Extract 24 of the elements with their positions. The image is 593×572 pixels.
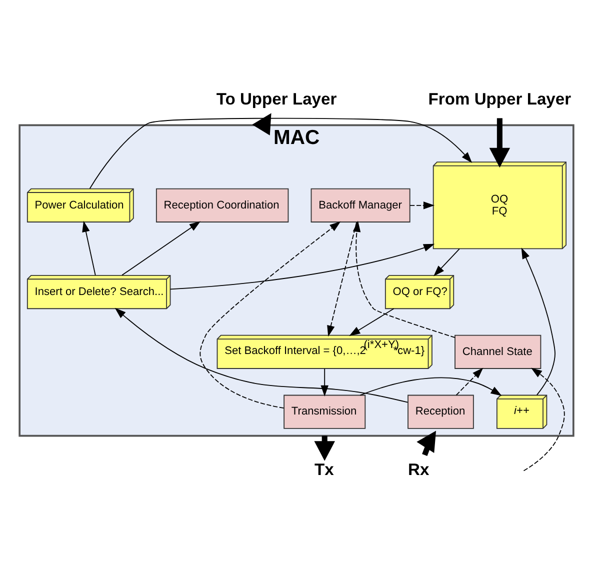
arrow <box>489 118 510 168</box>
node-text: Rx <box>408 459 430 478</box>
arrow <box>416 430 436 456</box>
node-box: Reception <box>408 394 474 428</box>
arrow <box>523 367 565 471</box>
arrow <box>327 221 358 336</box>
arrow <box>200 220 341 408</box>
arrow <box>82 220 96 276</box>
node-box: Channel State <box>454 334 542 368</box>
node-box: Reception Coordination <box>156 188 289 222</box>
node-box: Transmission <box>284 394 366 428</box>
arrow <box>360 376 502 396</box>
arrow <box>114 307 408 402</box>
node-box: Backoff Manager <box>310 188 410 222</box>
arrow <box>410 201 435 209</box>
arrow <box>434 248 460 276</box>
arrow <box>122 220 201 276</box>
arrow <box>170 243 435 290</box>
node-text: From Upper Layer <box>428 88 572 108</box>
node-text: To Upper Layer <box>216 88 337 108</box>
arrow <box>521 247 556 395</box>
arrow <box>456 367 484 396</box>
node-text: Tx <box>314 459 334 478</box>
arrow <box>349 308 394 336</box>
